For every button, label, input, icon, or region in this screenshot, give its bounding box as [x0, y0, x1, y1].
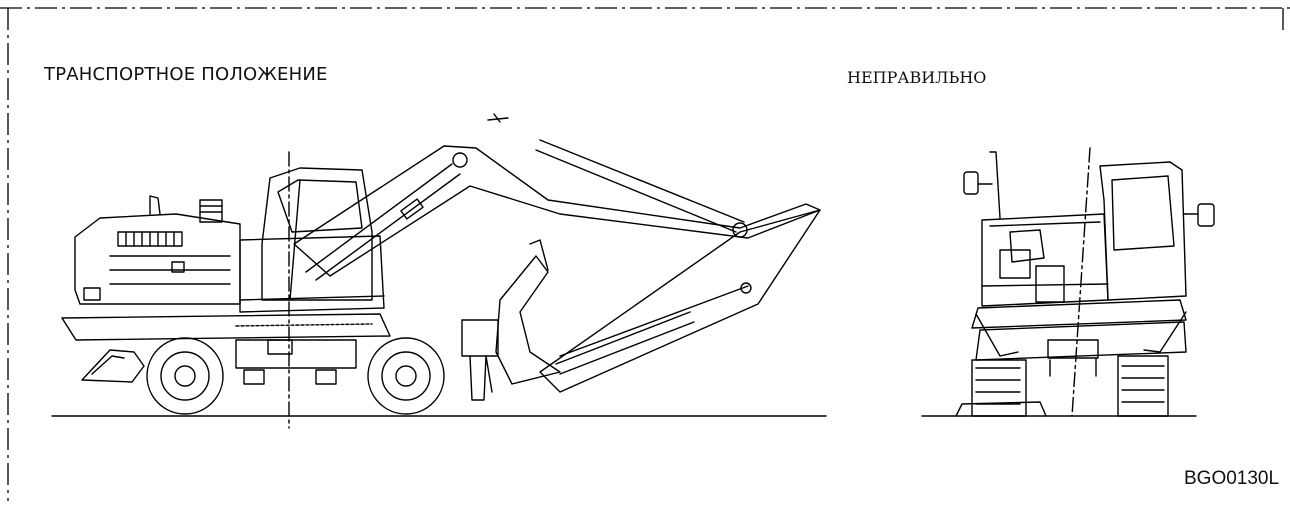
transport-position-caption: ТРАНСПОРТНОЕ ПОЛОЖЕНИЕ	[44, 64, 328, 85]
incorrect-caption: НЕПРАВИЛЬНО	[847, 68, 987, 87]
figure-code: BGO0130L	[1184, 468, 1280, 489]
